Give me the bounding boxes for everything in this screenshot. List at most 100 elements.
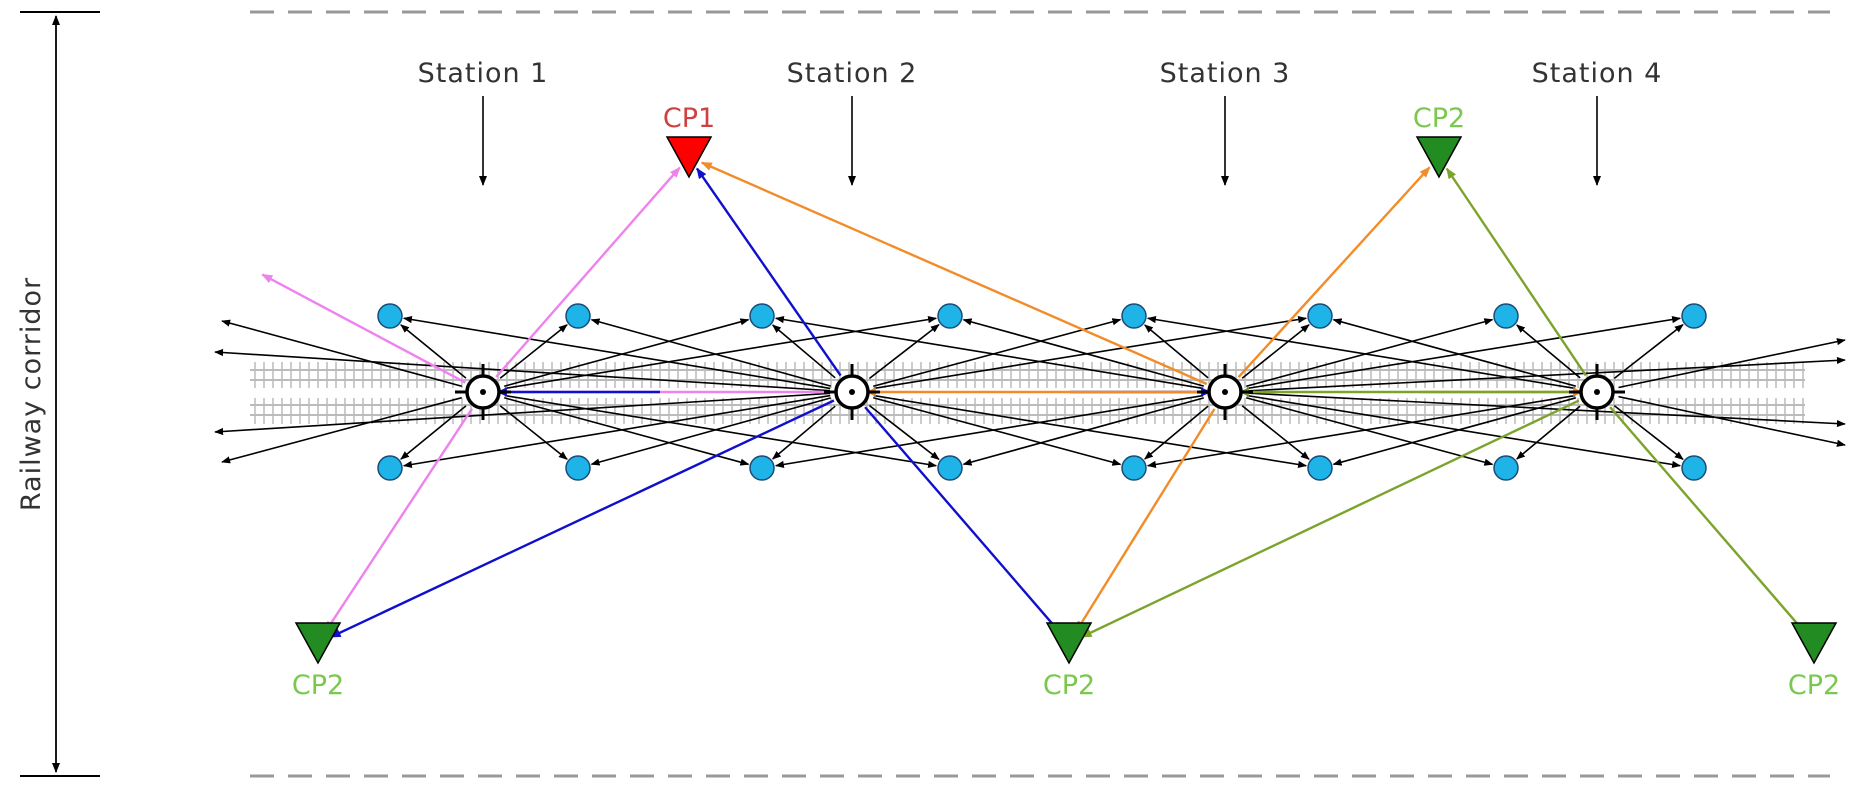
station-2: Station 2 <box>787 58 918 420</box>
observation-line <box>772 405 836 460</box>
control-point-cp2-bottom-right: CP2 <box>1788 622 1840 701</box>
observation-line <box>504 318 750 387</box>
target-prism-icon <box>1121 455 1147 481</box>
control-link <box>324 408 474 633</box>
station-1-label: Station 1 <box>418 58 549 89</box>
control-links <box>261 161 1806 639</box>
station-2-label: Station 2 <box>787 58 918 89</box>
control-link <box>1609 406 1806 634</box>
observation-line <box>1246 394 1682 469</box>
corridor-dimension: Railway corridor <box>16 11 100 777</box>
target-prism-icon <box>749 455 775 481</box>
triangle-icon <box>294 622 342 665</box>
observation-line <box>1146 394 1576 468</box>
observation-line <box>221 319 462 387</box>
cp2-bottom-mid-label: CP2 <box>1043 670 1095 701</box>
station-3: Station 3 <box>1160 58 1291 420</box>
control-point-cp1-top: CP1 <box>663 103 715 179</box>
target-prisms <box>377 303 1707 481</box>
observation-line <box>774 394 1204 468</box>
observation-line <box>214 348 831 392</box>
control-link <box>1445 167 1587 377</box>
target-prism-icon <box>1121 303 1147 329</box>
target-prism-icon <box>937 455 963 481</box>
observation-line <box>1613 324 1684 380</box>
observation-line <box>590 397 832 466</box>
observation-line <box>504 394 938 469</box>
observation-line <box>504 315 938 390</box>
observation-line <box>1613 404 1684 460</box>
observation-line <box>590 318 832 387</box>
observation-line <box>1241 405 1310 460</box>
observation-line <box>1144 324 1209 379</box>
station-1: Station 1 <box>418 58 549 420</box>
corridor-label: Railway corridor <box>16 277 47 511</box>
observation-line <box>873 315 1308 390</box>
observation-line <box>873 318 1122 388</box>
observation-line <box>868 404 940 461</box>
observation-line <box>868 323 940 380</box>
total-station-icon <box>455 364 511 420</box>
observation-line <box>962 397 1205 466</box>
triangle-icon <box>1045 622 1093 665</box>
observation-line <box>1332 397 1576 466</box>
observation-lines <box>214 315 1846 469</box>
target-prism-icon <box>377 455 403 481</box>
observation-line <box>1516 405 1581 460</box>
observation-line <box>1246 392 1846 428</box>
control-link <box>261 273 466 384</box>
observation-line <box>1241 324 1310 379</box>
target-prism-icon <box>377 303 403 329</box>
control-point-cp2-bottom-left: CP2 <box>292 622 344 701</box>
observation-line <box>1246 315 1682 390</box>
observation-line <box>402 394 831 468</box>
observation-line <box>221 396 462 464</box>
control-point-cp2-bottom-mid: CP2 <box>1043 622 1095 701</box>
station-4: Station 4 <box>1532 58 1663 420</box>
observation-line <box>1618 338 1846 389</box>
control-link <box>695 167 842 377</box>
observation-line <box>1246 356 1846 392</box>
target-prism-icon <box>565 455 591 481</box>
total-station-icon <box>824 364 880 420</box>
target-prism-icon <box>565 303 591 329</box>
triangle-icon <box>1790 622 1838 665</box>
observation-line <box>1246 318 1494 388</box>
control-points: CP1 CP2 CP2 CP2 CP2 <box>292 103 1840 701</box>
target-prism-icon <box>1307 455 1333 481</box>
target-prism-icon <box>749 303 775 329</box>
control-link <box>329 399 835 639</box>
cp2-top-label: CP2 <box>1413 103 1465 134</box>
target-prism-icon <box>1681 303 1707 329</box>
control-link <box>495 166 681 378</box>
target-prism-icon <box>1493 455 1519 481</box>
observation-line <box>772 324 836 379</box>
control-link <box>1075 408 1216 633</box>
observation-line <box>1516 324 1581 379</box>
control-point-cp2-top: CP2 <box>1413 103 1465 179</box>
cp2-bottom-right-label: CP2 <box>1788 670 1840 701</box>
observation-line <box>1146 316 1576 390</box>
observation-line <box>504 397 750 466</box>
control-link <box>864 406 1061 634</box>
target-prism-icon <box>1493 303 1519 329</box>
station-3-label: Station 3 <box>1160 58 1291 89</box>
target-prism-icon <box>937 303 963 329</box>
control-link <box>1080 399 1580 639</box>
total-station-icon <box>1197 364 1253 420</box>
observation-line <box>499 405 568 460</box>
observation-line <box>400 405 467 460</box>
stations: Station 1 Station 2 Station 3 <box>418 58 1663 420</box>
total-station-icon <box>1569 364 1625 420</box>
cp2-bottom-left-label: CP2 <box>292 670 344 701</box>
observation-line <box>499 324 568 379</box>
observation-line <box>402 316 831 390</box>
cp1-top-label: CP1 <box>663 103 715 134</box>
observation-line <box>1618 395 1846 447</box>
observation-line <box>1144 405 1209 460</box>
triangle-icon <box>665 136 713 179</box>
observation-line <box>1332 318 1576 387</box>
target-prism-icon <box>1307 303 1333 329</box>
station-4-label: Station 4 <box>1532 58 1663 89</box>
control-link <box>1237 166 1431 379</box>
